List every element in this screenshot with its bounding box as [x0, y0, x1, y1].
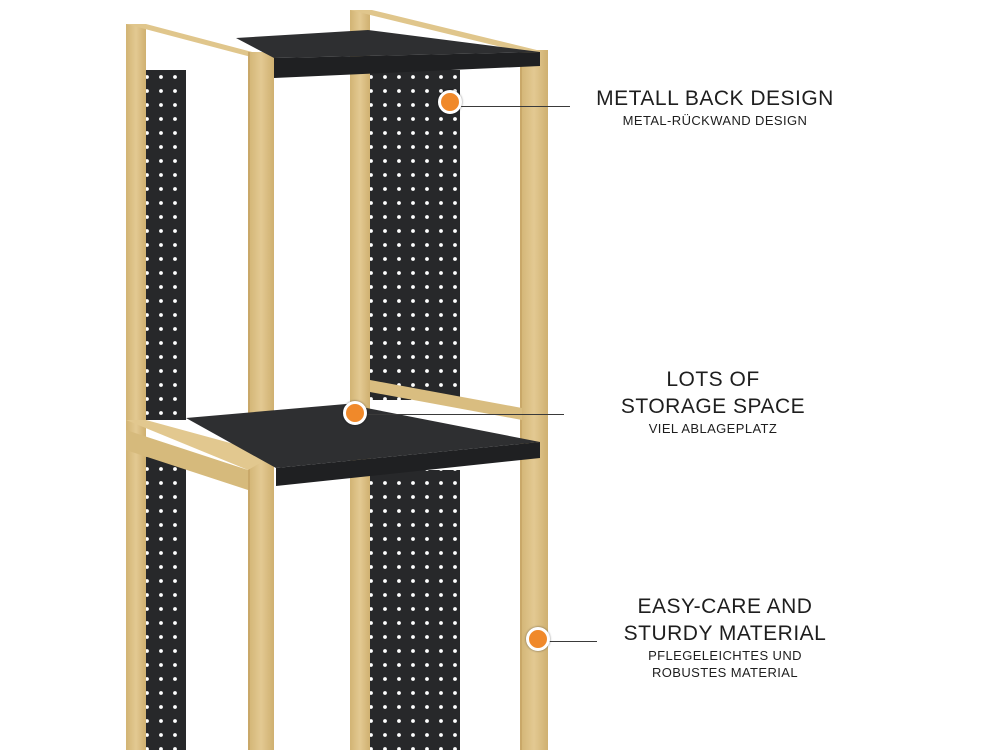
callout-title: METALL BACK DESIGN	[596, 87, 834, 110]
callout-line-storage	[360, 414, 564, 415]
top-shelf	[236, 30, 540, 78]
callout-title: STORAGE SPACE	[620, 395, 806, 418]
callout-subtitle: PFLEGELEICHTES UND	[648, 648, 802, 663]
callout-title: LOTS OF	[666, 368, 760, 391]
callout-line-metal-back	[456, 106, 570, 107]
callout-subtitle: METAL-RÜCKWAND DESIGN	[622, 113, 808, 128]
callout-title: EASY-CARE AND	[637, 595, 813, 618]
back-metal-panel	[370, 70, 460, 750]
orange-dot-icon[interactable]	[343, 401, 367, 425]
callout-storage-space: LOTS OF STORAGE SPACE VIEL ABLAGEPLATZ	[598, 366, 828, 437]
callout-subtitle: ROBUSTES MATERIAL	[652, 665, 798, 680]
middle-shelf	[186, 404, 540, 486]
left-wood-frame	[126, 24, 275, 750]
callout-line-material	[545, 641, 597, 642]
callout-title: STURDY MATERIAL	[623, 622, 827, 645]
callout-sturdy-material: EASY-CARE AND STURDY MATERIAL PFLEGELEIC…	[605, 593, 845, 681]
callout-metal-back: METALL BACK DESIGN METAL-RÜCKWAND DESIGN	[580, 85, 850, 129]
orange-dot-icon[interactable]	[526, 627, 550, 651]
orange-dot-icon[interactable]	[438, 90, 462, 114]
callout-subtitle: VIEL ABLAGEPLATZ	[648, 421, 778, 436]
